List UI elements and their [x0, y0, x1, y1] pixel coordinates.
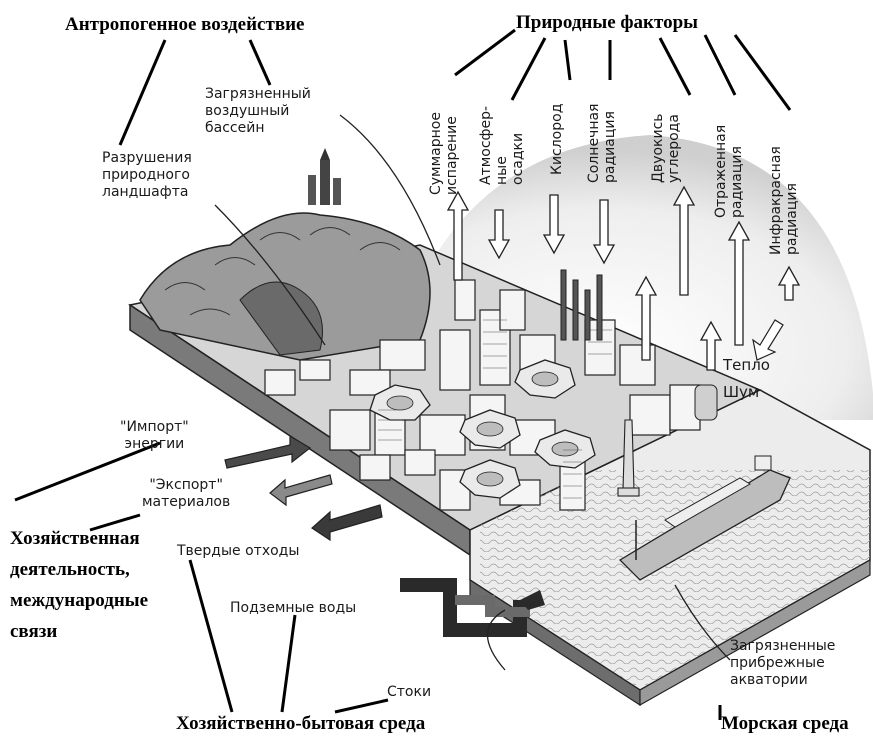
label-precipitation-line-1: Атмосфер- — [478, 105, 494, 185]
label-material-export: "Экспорт" материалов — [142, 477, 230, 511]
label-solar-radiation: Солнечная радиация — [586, 104, 618, 183]
label-sewage: Стоки — [387, 684, 432, 700]
label-polluted-air-line-3: бассейн — [205, 120, 265, 136]
label-oxygen-line-1: Кислород — [549, 103, 565, 175]
label-carbon-dioxide: Двуокись углерода — [650, 113, 682, 183]
label-oxygen: Кислород — [549, 104, 565, 175]
heat-arrow — [752, 319, 784, 361]
side-heading-line-1: Хозяйственная — [10, 528, 140, 549]
label-reflected-line-1: Отраженная — [713, 124, 729, 218]
label-noise: Шум — [723, 383, 760, 401]
label-coastal-waters: Загрязненные прибрежные акватории — [730, 638, 835, 689]
label-energy-import-line-1: "Импорт" — [120, 419, 189, 435]
header-marine-environment: Морская среда — [721, 713, 849, 734]
thin-pointer-lines — [214, 114, 731, 671]
label-evaporation-line-2: испарение — [444, 116, 460, 195]
label-precipitation: Атмосфер- ные осадки — [478, 106, 526, 185]
label-solar-line-2: радиация — [602, 111, 618, 183]
window-grid — [378, 319, 612, 499]
tv-tower — [617, 419, 640, 497]
header-natural-factors: Природные факторы — [516, 12, 698, 33]
label-infrared-radiation: Инфракрасная радиация — [768, 146, 800, 255]
hilltop-castle — [308, 148, 341, 205]
label-groundwater: Подземные воды — [230, 600, 357, 616]
label-landscape-destruction: Разрушения природного ландшафта — [102, 150, 192, 201]
factory-chimneys — [560, 269, 603, 341]
sewage-pipes — [400, 578, 530, 637]
label-solar-line-1: Солнечная — [586, 103, 602, 183]
label-evaporation: Суммарное испарение — [428, 112, 460, 195]
label-co2-line-1: Двуокись — [650, 113, 666, 183]
label-material-export-line-1: "Экспорт" — [149, 477, 223, 493]
label-polluted-air: Загрязненный воздушный бассейн — [205, 86, 311, 137]
label-heat: Тепло — [723, 356, 770, 374]
label-infrared-line-1: Инфракрасная — [768, 146, 784, 255]
label-solid-waste: Твердые отходы — [177, 543, 300, 559]
label-material-export-line-2: материалов — [142, 494, 231, 510]
header-household-environment: Хозяйственно-бытовая среда — [176, 713, 426, 734]
label-precipitation-line-3: осадки — [510, 132, 526, 185]
label-energy-import: "Импорт" энергии — [120, 419, 189, 453]
label-landscape-line-2: природного — [102, 167, 190, 183]
side-heading-line-3: международные — [10, 590, 149, 611]
natural-factor-arrows — [446, 185, 801, 371]
side-heading-line-4: связи — [10, 621, 58, 642]
label-polluted-air-line-2: воздушный — [205, 103, 290, 119]
label-landscape-line-3: ландшафта — [102, 184, 189, 200]
pointer-lines — [14, 28, 792, 720]
hills-texture — [164, 227, 401, 316]
label-infrared-line-2: радиация — [784, 183, 800, 255]
courtyard-holes — [386, 371, 579, 487]
label-reflected-radiation: Отраженная радиация — [713, 125, 745, 218]
label-co2-line-2: углерода — [666, 114, 682, 183]
hills-rock — [239, 281, 323, 356]
label-energy-import-line-2: энергии — [124, 436, 185, 452]
storage-tank — [694, 384, 718, 421]
label-coastal-line-3: акватории — [730, 672, 808, 688]
label-reflected-line-2: радиация — [729, 146, 745, 218]
label-precipitation-line-2: ные — [494, 156, 510, 185]
flow-arrows — [224, 434, 383, 542]
label-landscape-line-1: Разрушения — [102, 150, 192, 166]
sewage-outflow — [520, 590, 545, 610]
label-coastal-line-1: Загрязненные — [730, 638, 836, 654]
side-heading: Хозяйственная деятельность, международны… — [10, 523, 148, 647]
sea-slab-side — [639, 558, 871, 707]
label-evaporation-line-1: Суммарное — [428, 112, 444, 195]
side-heading-line-2: деятельность, — [10, 559, 130, 580]
label-coastal-line-2: прибрежные — [730, 655, 825, 671]
ship — [618, 455, 791, 581]
label-polluted-air-line-1: Загрязненный — [205, 86, 311, 102]
header-anthropogenic: Антропогенное воздействие — [65, 14, 305, 35]
